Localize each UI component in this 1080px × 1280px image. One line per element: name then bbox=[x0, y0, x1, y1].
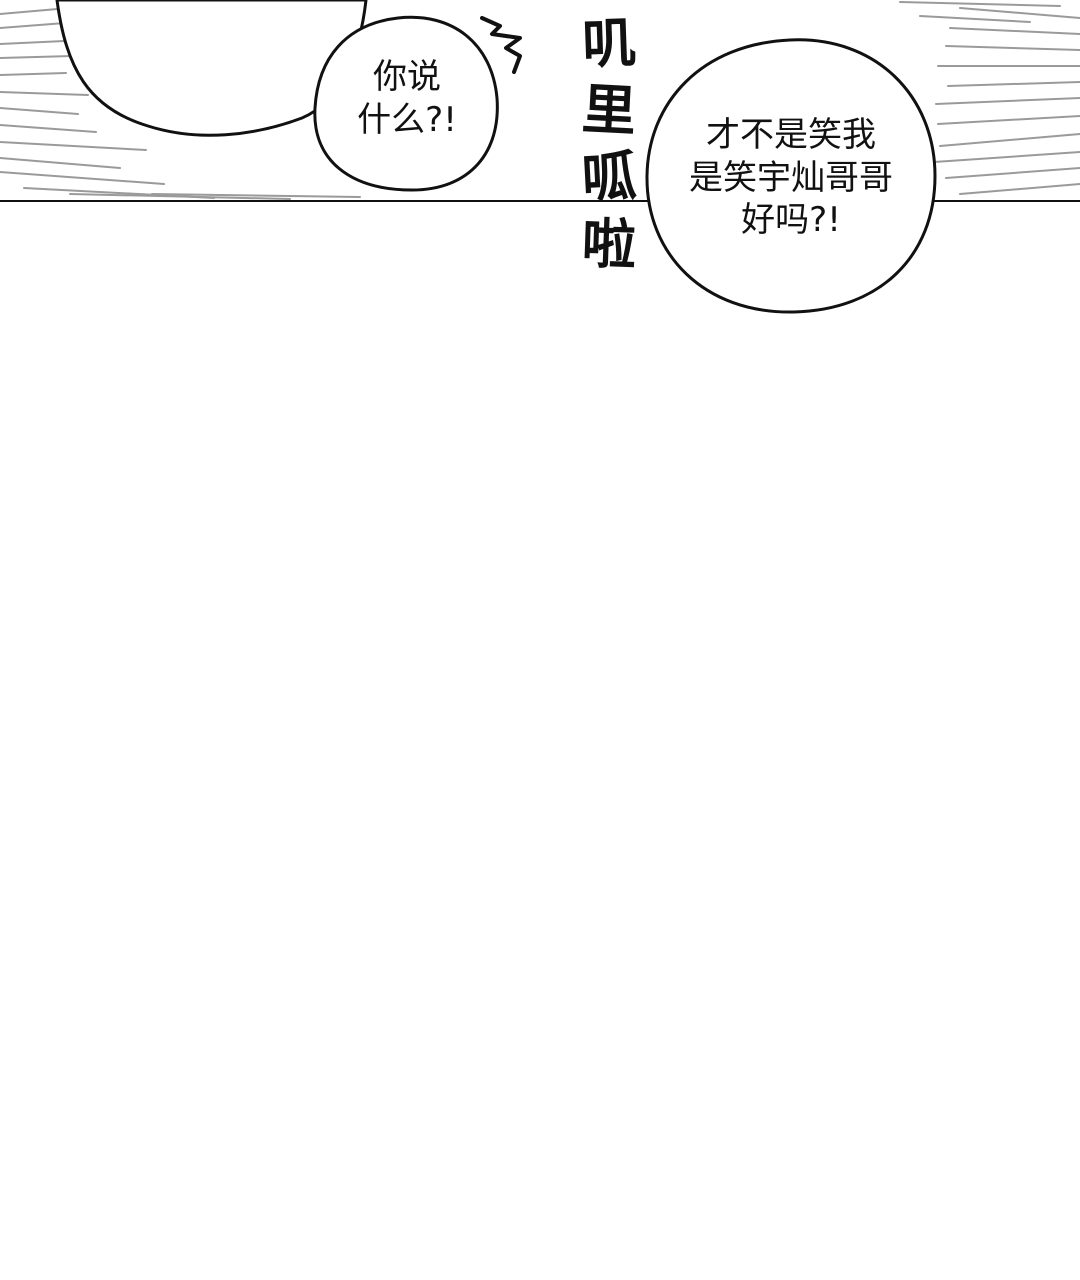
speech-bubble-right-text: 才不是笑我 是笑宇灿哥哥 好吗?! bbox=[689, 115, 893, 240]
sound-effect-char: 啦 bbox=[580, 212, 638, 277]
speed-lines-art bbox=[0, 0, 1080, 200]
sound-effect-char: 里 bbox=[580, 77, 638, 144]
sound-effect-text: 叽 里 呱 啦 bbox=[564, 10, 654, 286]
speech-bubble-left-text: 你说 什么?! bbox=[357, 57, 457, 140]
sound-effect-char: 叽 bbox=[580, 11, 638, 76]
sound-burst-lines bbox=[480, 16, 522, 74]
sound-effect-char: 呱 bbox=[580, 144, 638, 211]
speech-bubble-left bbox=[313, 15, 499, 192]
